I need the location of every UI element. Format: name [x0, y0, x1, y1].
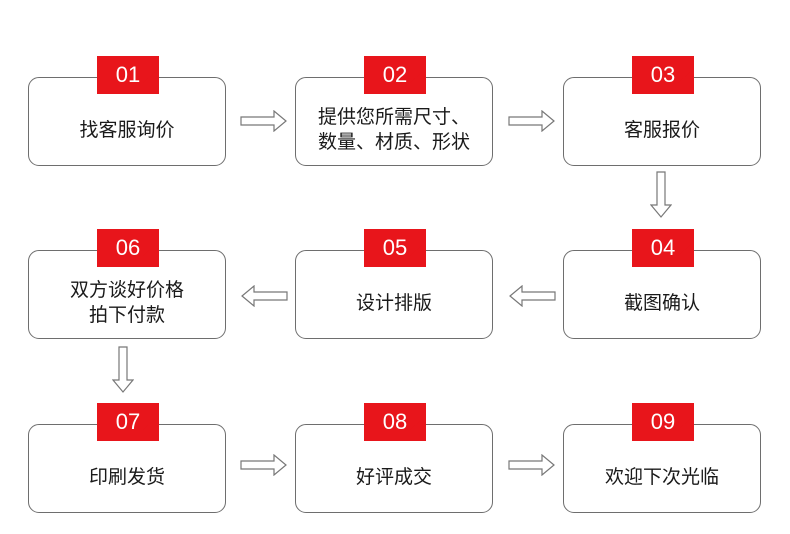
arrow-right-icon — [508, 454, 556, 476]
step-number-badge: 08 — [364, 403, 426, 441]
step-08: 08 好评成交 — [295, 403, 493, 513]
badge-tail — [143, 72, 155, 83]
badge-tail — [410, 419, 422, 430]
arrow-left-icon — [508, 285, 556, 307]
badge-tail — [678, 245, 690, 256]
step-04: 04 截图确认 — [563, 229, 761, 339]
step-label: 印刷发货 — [88, 465, 165, 488]
step-number-badge: 09 — [632, 403, 694, 441]
step-number-badge: 06 — [97, 229, 159, 267]
arrow-right-icon — [508, 110, 556, 132]
step-label: 设计排版 — [355, 291, 432, 314]
badge-tail — [678, 72, 690, 83]
step-02: 02 提供您所需尺寸、 数量、材质、形状 — [295, 56, 493, 166]
step-label: 找客服询价 — [79, 118, 175, 141]
badge-tail — [143, 245, 155, 256]
badge-tail — [410, 245, 422, 256]
step-number-badge: 01 — [97, 56, 159, 94]
step-label: 客服报价 — [623, 118, 700, 141]
arrow-down-icon — [650, 171, 672, 219]
step-01: 01 找客服询价 — [28, 56, 226, 166]
step-number-badge: 05 — [364, 229, 426, 267]
step-number-badge: 04 — [632, 229, 694, 267]
arrow-down-icon — [112, 346, 134, 394]
badge-tail — [678, 419, 690, 430]
step-09: 09 欢迎下次光临 — [563, 403, 761, 513]
step-06: 06 双方谈好价格 拍下付款 — [28, 229, 226, 339]
badge-tail — [143, 419, 155, 430]
arrow-left-icon — [240, 285, 288, 307]
step-number-badge: 03 — [632, 56, 694, 94]
step-label: 截图确认 — [623, 291, 700, 314]
arrow-right-icon — [240, 110, 288, 132]
step-05: 05 设计排版 — [295, 229, 493, 339]
step-label: 提供您所需尺寸、 数量、材质、形状 — [317, 106, 470, 153]
step-03: 03 客服报价 — [563, 56, 761, 166]
step-number-badge: 07 — [97, 403, 159, 441]
step-07: 07 印刷发货 — [28, 403, 226, 513]
arrow-right-icon — [240, 454, 288, 476]
step-label: 欢迎下次光临 — [604, 465, 719, 488]
step-label: 好评成交 — [355, 465, 432, 488]
step-number-badge: 02 — [364, 56, 426, 94]
step-label: 双方谈好价格 拍下付款 — [69, 279, 184, 326]
badge-tail — [410, 72, 422, 83]
